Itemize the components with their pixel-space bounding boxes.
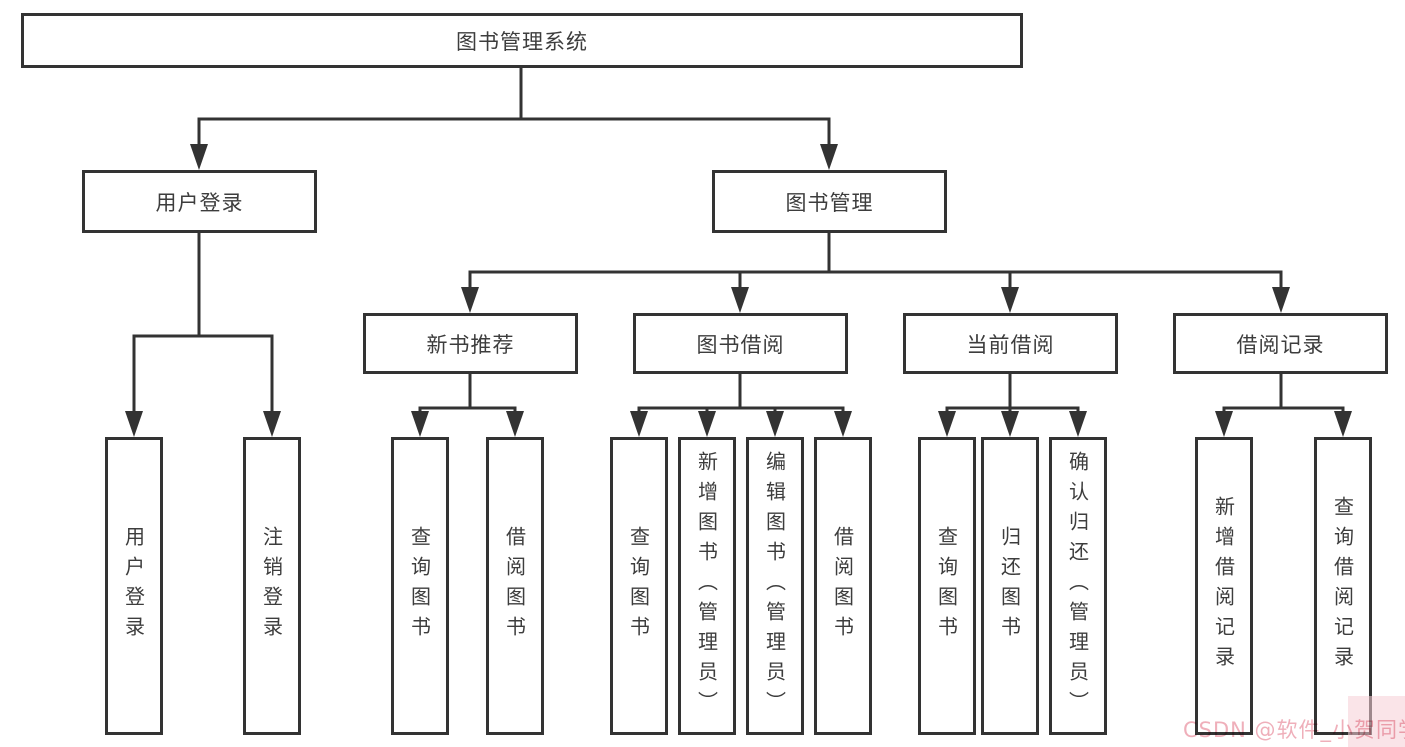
leaf-query-borrow-record: 查询借阅记录 <box>1314 437 1372 735</box>
leaf-current-query-books: 查询图书 <box>918 437 976 735</box>
leaf-logout: 注销登录 <box>243 437 301 735</box>
leaf-borrow-books: 借阅图书 <box>814 437 872 735</box>
leaf-add-books-admin: 新增图书（管理员） <box>678 437 736 735</box>
leaf-return-books: 归还图书 <box>981 437 1039 735</box>
node-current-borrow: 当前借阅 <box>903 313 1118 374</box>
watermark-corner-tint <box>1348 696 1405 747</box>
leaf-add-borrow-record: 新增借阅记录 <box>1195 437 1253 735</box>
arrowhead-icons <box>125 144 1352 437</box>
node-borrow-record: 借阅记录 <box>1173 313 1388 374</box>
leaf-user-login: 用户登录 <box>105 437 163 735</box>
leaf-recommend-borrow-books: 借阅图书 <box>486 437 544 735</box>
leaf-borrow-query-books: 查询图书 <box>610 437 668 735</box>
leaf-recommend-query-books: 查询图书 <box>391 437 449 735</box>
node-new-book-recommend: 新书推荐 <box>363 313 578 374</box>
leaf-edit-books-admin: 编辑图书（管理员） <box>746 437 804 735</box>
csdn-watermark: CSDN @软件_小贺同学 <box>1183 718 1405 742</box>
leaf-confirm-return-admin: 确认归还（管理员） <box>1049 437 1107 735</box>
node-user-login: 用户登录 <box>82 170 317 233</box>
node-book-borrow: 图书借阅 <box>633 313 848 374</box>
node-book-management: 图书管理 <box>712 170 947 233</box>
node-root-system: 图书管理系统 <box>21 13 1023 68</box>
